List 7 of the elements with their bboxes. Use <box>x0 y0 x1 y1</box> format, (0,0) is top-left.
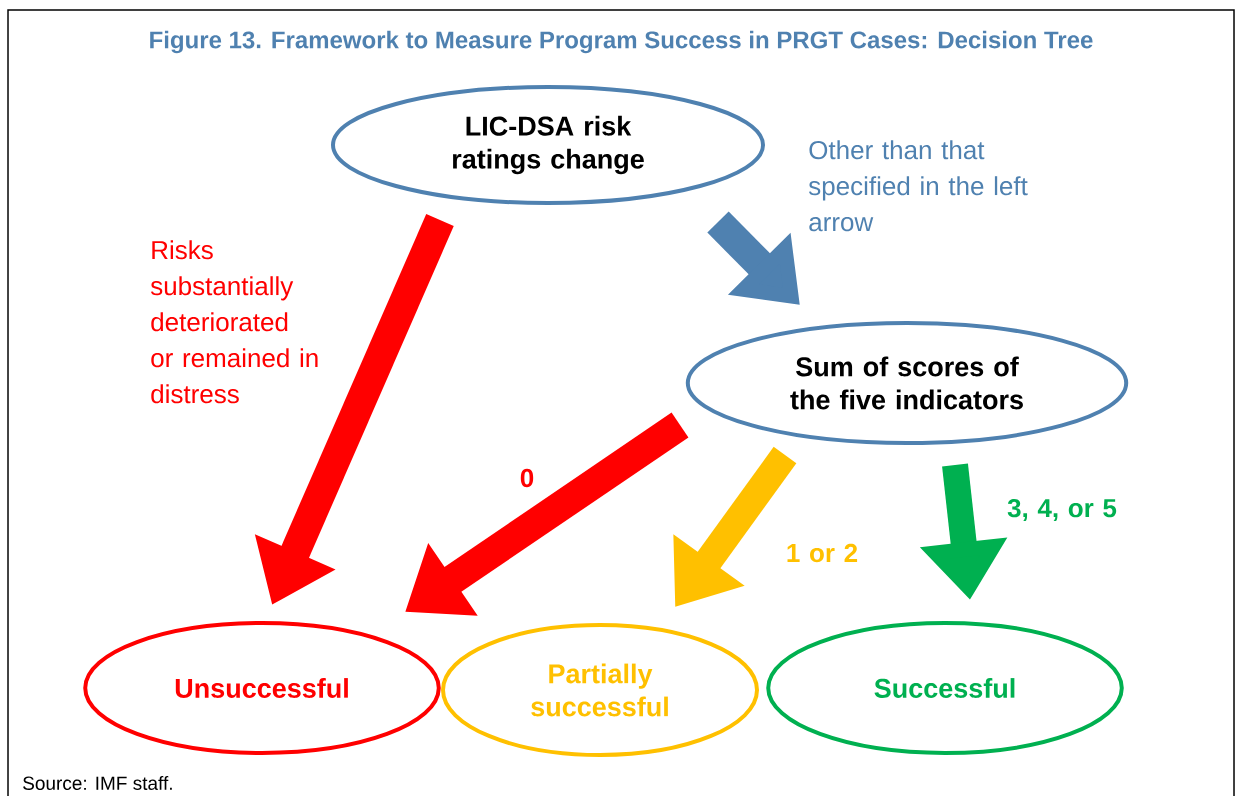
edge-label: 0 <box>520 468 534 488</box>
edge-label: Risks substantially deteriorated or remained in distress <box>150 240 318 404</box>
figure-title: Figure 13. Framework to Measure Program Success in PRGT Cases: Decision Tree <box>150 30 1093 54</box>
source-note: Source: IMF staff. <box>23 776 172 790</box>
edge-label: 1 or 2 <box>787 543 858 563</box>
edge-label: 3, 4, or 5 <box>1007 498 1117 522</box>
edge-label: Other than that specified in the left arrow <box>808 140 1028 232</box>
